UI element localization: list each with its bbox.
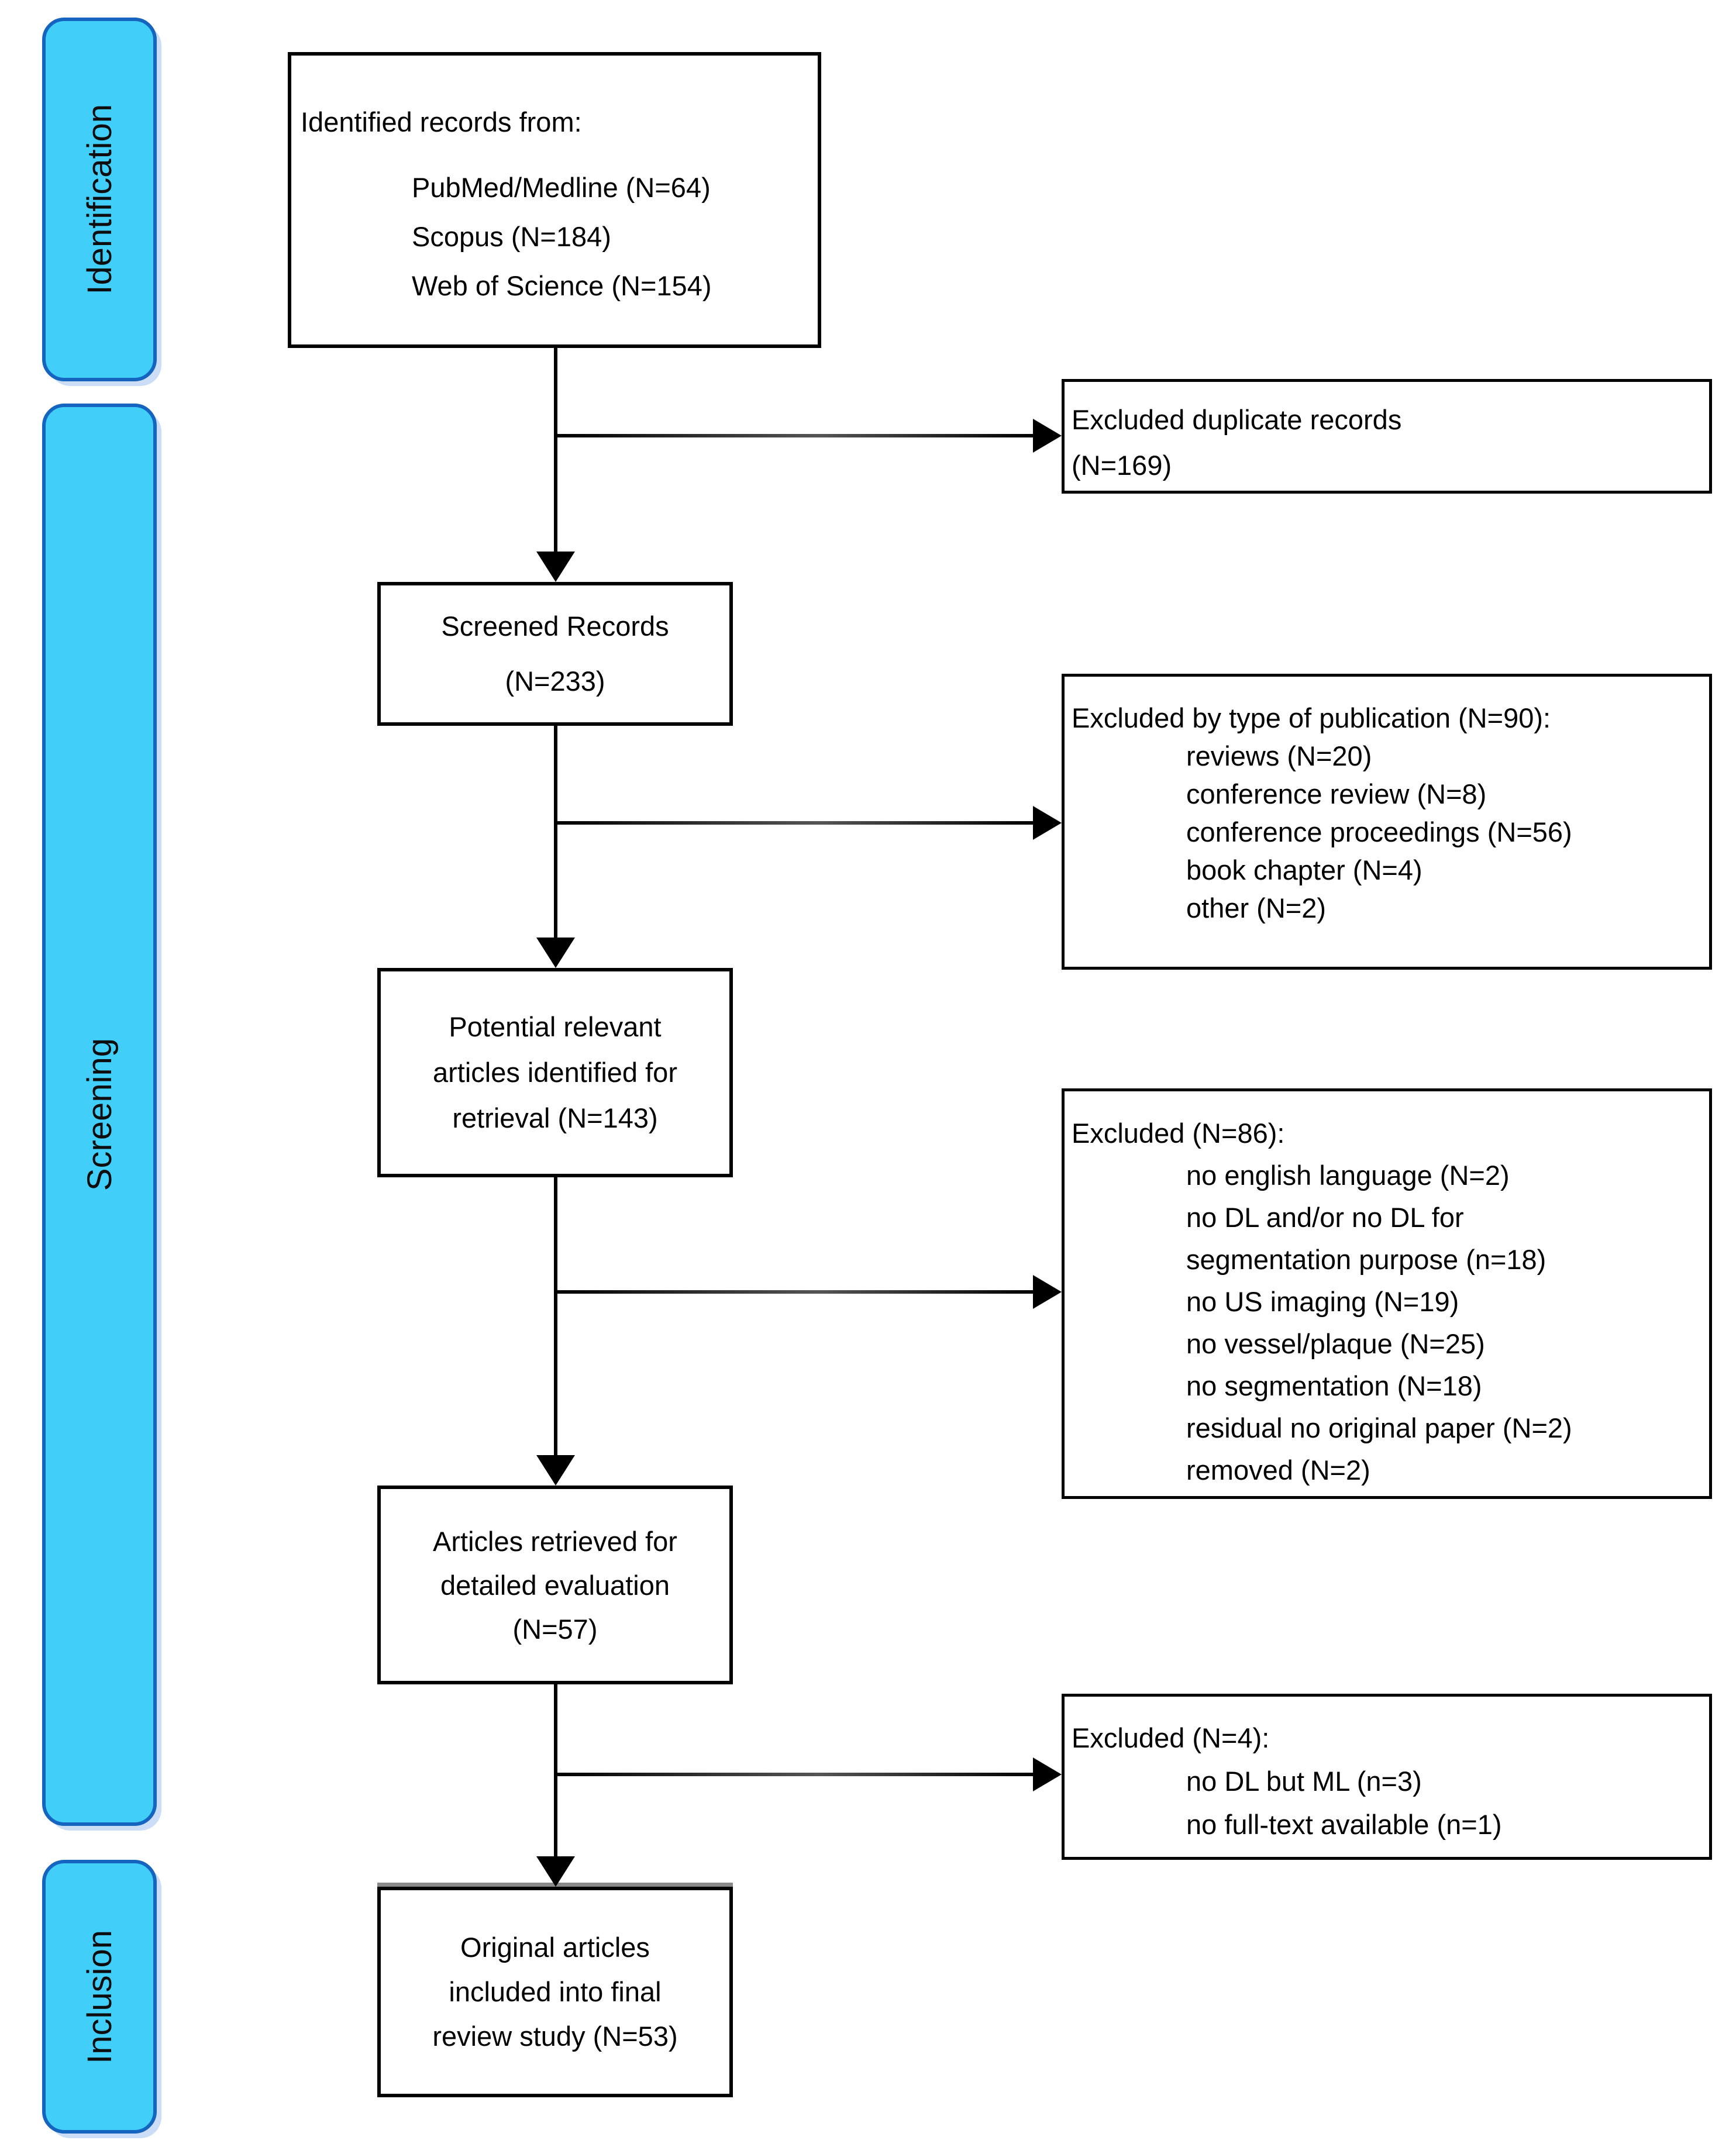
box-item: Scopus (N=184) — [412, 221, 611, 252]
stage-label-identification: Identification — [42, 18, 157, 381]
box-line: retrieval (N=143) — [452, 1102, 658, 1133]
box-line: Excluded duplicate records — [1072, 404, 1402, 435]
connector-line-vertical — [554, 1177, 557, 1456]
box-included-articles: Original articles included into final re… — [377, 1887, 733, 2097]
arrowhead-right-icon — [1033, 806, 1062, 840]
box-item: no US imaging (N=19) — [1186, 1286, 1459, 1317]
box-excluded-duplicates: Excluded duplicate records (N=169) — [1062, 379, 1712, 494]
box-line: Articles retrieved for — [433, 1525, 677, 1557]
arrowhead-right-icon — [1033, 1275, 1062, 1309]
box-line: included into final — [449, 1976, 662, 2007]
box-line: Screened Records — [441, 611, 669, 642]
box-line: Potential relevant — [449, 1011, 662, 1042]
arrowhead-down-icon — [536, 552, 575, 582]
box-item: Web of Science (N=154) — [412, 270, 712, 301]
box-item: conference review (N=8) — [1186, 778, 1487, 809]
connector-line-vertical — [554, 1684, 557, 1857]
arrowhead-down-icon — [536, 1856, 575, 1887]
stage-label-screening: Screening — [42, 404, 157, 1826]
box-header: Identified records from: — [301, 106, 582, 137]
stage-label-text: Screening — [80, 1038, 119, 1191]
box-line: detailed evaluation — [440, 1569, 670, 1601]
box-line: (N=169) — [1072, 450, 1172, 481]
box-item: no english language (N=2) — [1186, 1160, 1510, 1191]
box-excluded-final: Excluded (N=4): no DL but ML (n=3) no fu… — [1062, 1694, 1712, 1860]
box-excluded-detailed-eval: Excluded (N=86): no english language (N=… — [1062, 1088, 1712, 1499]
box-item: residual no original paper (N=2) — [1186, 1412, 1572, 1443]
box-line: articles identified for — [433, 1057, 677, 1088]
box-item: no DL and/or no DL for — [1186, 1202, 1464, 1233]
stage-label-text: Inclusion — [80, 1929, 119, 2064]
arrowhead-down-icon — [536, 1455, 575, 1486]
box-header: Excluded by type of publication (N=90): — [1072, 702, 1551, 733]
box-item: no full-text available (n=1) — [1186, 1809, 1502, 1840]
box-item: removed (N=2) — [1186, 1455, 1370, 1486]
stage-label-text: Identification — [80, 104, 119, 295]
box-line: Original articles — [460, 1932, 650, 1963]
box-item-list: PubMed/Medline (N=64) Scopus (N=184) Web… — [301, 163, 808, 311]
stage-label-inclusion: Inclusion — [42, 1860, 157, 2134]
connector-line-horizontal — [556, 821, 1034, 825]
box-line: (N=233) — [505, 666, 605, 697]
box-item: no DL but ML (n=3) — [1186, 1766, 1422, 1797]
box-articles-retrieved: Articles retrieved for detailed evaluati… — [377, 1486, 733, 1684]
arrowhead-down-icon — [536, 938, 575, 968]
arrowhead-right-icon — [1033, 419, 1062, 453]
box-item: segmentation purpose (n=18) — [1186, 1244, 1546, 1275]
connector-line-horizontal — [556, 434, 1034, 437]
connector-line-vertical — [554, 726, 557, 939]
arrowhead-right-icon — [1033, 1757, 1062, 1791]
box-item: conference proceedings (N=56) — [1186, 816, 1572, 847]
box-excluded-publication-type: Excluded by type of publication (N=90): … — [1062, 674, 1712, 970]
connector-line-horizontal — [556, 1290, 1034, 1294]
box-potential-relevant-articles: Potential relevant articles identified f… — [377, 968, 733, 1177]
box-item: PubMed/Medline (N=64) — [412, 172, 711, 203]
box-item: reviews (N=20) — [1186, 740, 1372, 771]
box-identified-records: Identified records from: PubMed/Medline … — [288, 52, 821, 348]
box-line: (N=57) — [512, 1613, 598, 1645]
box-header: Excluded (N=86): — [1072, 1118, 1285, 1149]
box-line: review study (N=53) — [432, 2021, 678, 2052]
box-item: no segmentation (N=18) — [1186, 1370, 1482, 1401]
connector-line-horizontal — [556, 1773, 1034, 1776]
box-header: Excluded (N=4): — [1072, 1722, 1270, 1753]
box-item: other (N=2) — [1186, 892, 1327, 923]
box-screened-records: Screened Records (N=233) — [377, 582, 733, 726]
box-item: book chapter (N=4) — [1186, 854, 1422, 885]
connector-line-vertical — [554, 348, 557, 553]
box-item: no vessel/plaque (N=25) — [1186, 1328, 1485, 1359]
